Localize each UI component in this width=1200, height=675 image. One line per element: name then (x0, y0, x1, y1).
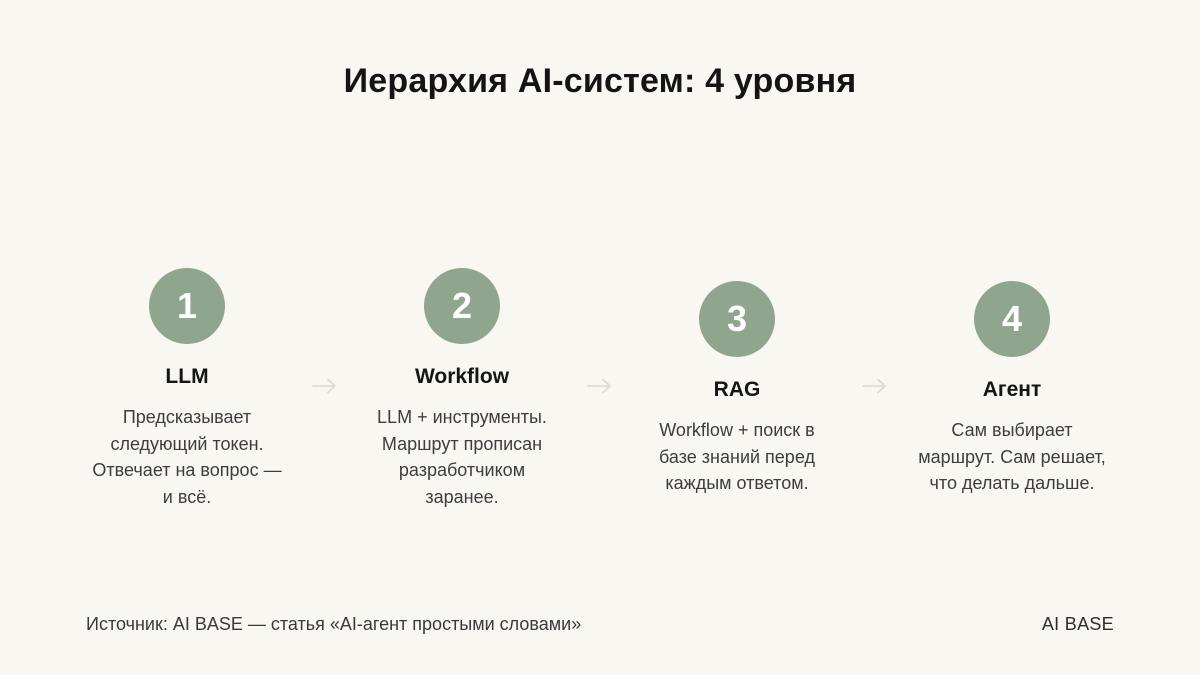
arrow-right-icon (312, 378, 336, 394)
step-title: RAG (713, 378, 761, 401)
step-title: Агент (982, 378, 1042, 401)
step-description: Workflow + поиск в базе знаний перед каж… (659, 420, 815, 493)
brand-label: AI BASE (1041, 614, 1114, 634)
step-1: 1 LLM Предсказывает следующий токен. Отв… (67, 268, 307, 510)
step-title: Workflow (414, 365, 510, 388)
step-description: LLM + инструменты. Маршрут прописан разр… (377, 407, 547, 507)
arrow-right-icon (862, 378, 886, 394)
arrow-right-icon (587, 378, 611, 394)
step-description: Сам выбирает маршрут. Сам решает, что де… (918, 420, 1106, 493)
step-number-badge: 1 (149, 268, 225, 344)
step-title: LLM (165, 365, 209, 388)
step-number-badge: 3 (699, 281, 775, 357)
step-3: 3 RAG Workflow + поиск в базе знаний пер… (617, 281, 857, 497)
step-number: 1 (176, 285, 198, 326)
step-4: 4 Агент Сам выбирает маршрут. Сам решает… (892, 281, 1132, 497)
step-number: 2 (451, 285, 473, 326)
step-description: Предсказывает следующий токен. Отвечает … (92, 407, 282, 507)
step-number: 3 (726, 298, 748, 339)
step-2: 2 Workflow LLM + инструменты. Маршрут пр… (342, 268, 582, 510)
source-caption: Источник: AI BASE — статья «AI-агент про… (86, 614, 582, 634)
step-number: 4 (1001, 298, 1023, 339)
step-number-badge: 4 (974, 281, 1050, 357)
step-number-badge: 2 (424, 268, 500, 344)
page-title: Иерархия AI-систем: 4 уровня (343, 62, 857, 100)
